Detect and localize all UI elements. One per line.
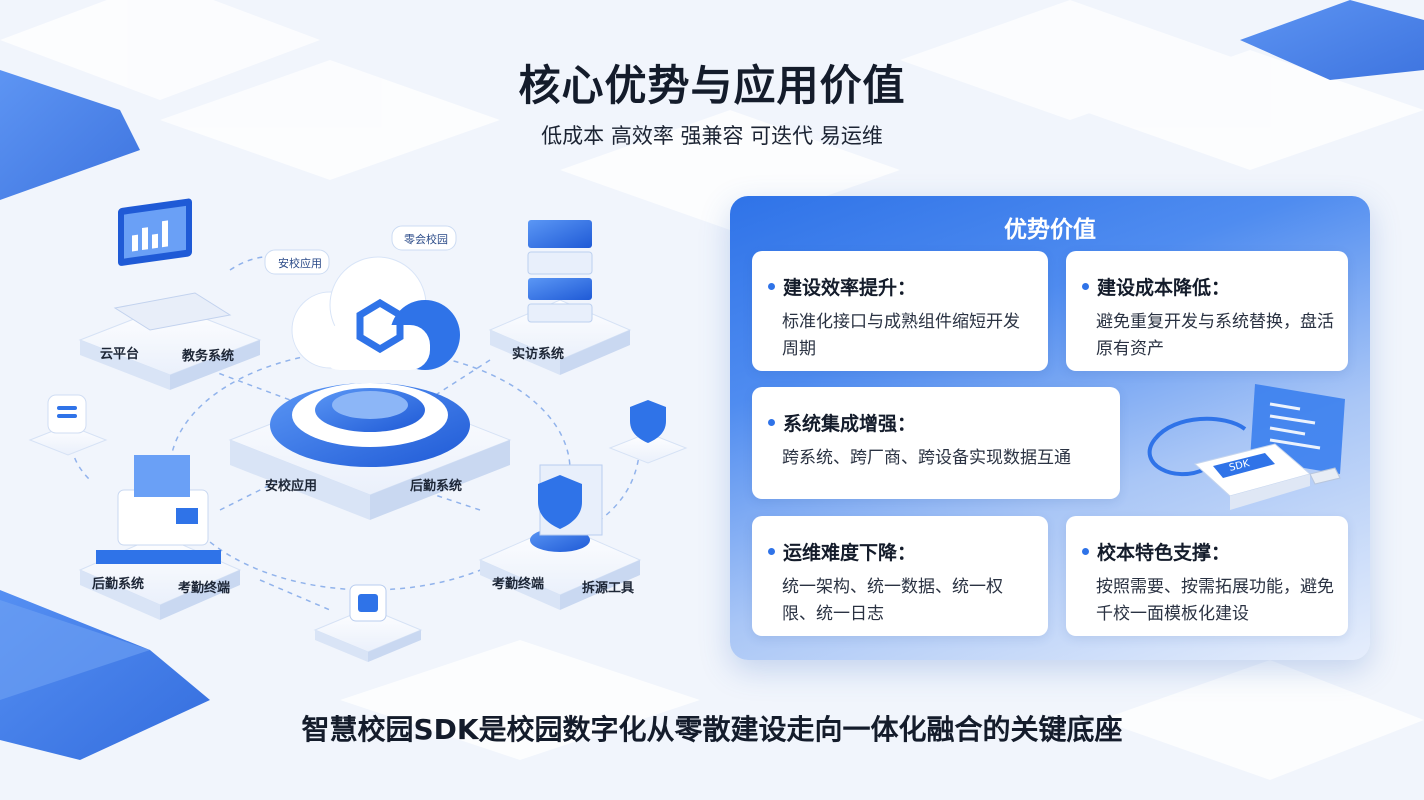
card-maintenance: 运维难度下降： 统一架构、统一数据、统一权限、统一日志 — [752, 516, 1048, 636]
svg-text:安校应用: 安校应用 — [278, 256, 322, 270]
card-body: 跨系统、跨厂商、跨设备实现数据互通 — [782, 448, 1071, 468]
card-title: 运维难度下降： — [768, 538, 916, 565]
label-logistics-system: 后勤系统 — [410, 478, 462, 494]
advantage-panel: 优势价值 建设效率提升： 标准化接口与成熟组件缩短开发周期 建设成本降低： 避免… — [730, 196, 1370, 660]
label-security-app: 安校应用 — [265, 478, 317, 494]
label-expansion-tool: 拆源工具 — [582, 580, 634, 596]
label-visitor-system: 实访系统 — [512, 346, 564, 362]
label-logistics-left: 后勤系统 — [92, 576, 144, 592]
card-cost: 建设成本降低： 避免重复开发与系统替换，盘活原有资产 — [1066, 251, 1348, 371]
card-body: 统一架构、统一数据、统一权限、统一日志 — [782, 577, 1003, 624]
corner-tile-top-right — [1240, 0, 1424, 80]
label-academic-system: 教务系统 — [181, 348, 234, 364]
tag-security-app: 安校应用 — [264, 249, 330, 275]
node-logistics-left: 后勤系统 考勤终端 — [78, 455, 242, 620]
node-left-small — [28, 394, 108, 456]
card-title: 校本特色支撑： — [1082, 538, 1230, 565]
corner-tile-top-left — [0, 70, 140, 200]
card-title: 建设成本降低： — [1082, 273, 1230, 300]
card-title: 建设效率提升： — [768, 273, 916, 300]
node-bottom-small — [313, 584, 423, 662]
usb-sdk-illustration: SDK — [1147, 384, 1345, 510]
card-body: 标准化接口与成熟组件缩短开发周期 — [782, 312, 1020, 359]
tag-smart-campus: 零会校园 — [391, 225, 457, 251]
node-visitor-system: 实访系统 — [488, 220, 632, 375]
label-attendance-left: 考勤终端 — [178, 580, 230, 596]
node-security-app-hub: 安校应用 后勤系统 — [228, 256, 512, 520]
svg-text:零会校园: 零会校园 — [404, 232, 448, 246]
card-body: 避免重复开发与系统替换，盘活原有资产 — [1096, 312, 1334, 359]
card-title: 系统集成增强： — [768, 409, 916, 436]
card-body: 按照需要、按需拓展功能，避免千校一面模板化建设 — [1096, 577, 1334, 624]
architecture-diagram: 云平台 教务系统 实访系统 安校应用 后勤系统 安校应用 — [28, 198, 688, 662]
card-integration: 系统集成增强： 跨系统、跨厂商、跨设备实现数据互通 — [752, 387, 1120, 499]
usb-drive-icon: SDK — [1193, 443, 1341, 510]
svg-text:SDK: SDK — [1228, 458, 1251, 474]
label-attendance-terminal: 考勤终端 — [492, 576, 544, 592]
card-school-features: 校本特色支撑： 按照需要、按需拓展功能，避免千校一面模板化建设 — [1066, 516, 1348, 636]
node-cloud-platform: 云平台 教务系统 — [78, 198, 262, 390]
page-subtitle: 低成本 高效率 强兼容 可迭代 易运维 — [541, 124, 883, 148]
card-efficiency: 建设效率提升： 标准化接口与成熟组件缩短开发周期 — [752, 251, 1048, 371]
page-title: 核心优势与应用价值 — [518, 61, 906, 110]
node-attendance-terminal: 考勤终端 拆源工具 — [478, 464, 642, 610]
node-right-shield-small — [608, 400, 688, 464]
cloud-icon — [291, 256, 460, 370]
label-cloud-platform: 云平台 — [100, 346, 139, 362]
footer-statement: 智慧校园SDK是校园数字化从零散建设走向一体化融合的关键底座 — [301, 713, 1123, 746]
panel-title: 优势价值 — [1004, 217, 1096, 243]
